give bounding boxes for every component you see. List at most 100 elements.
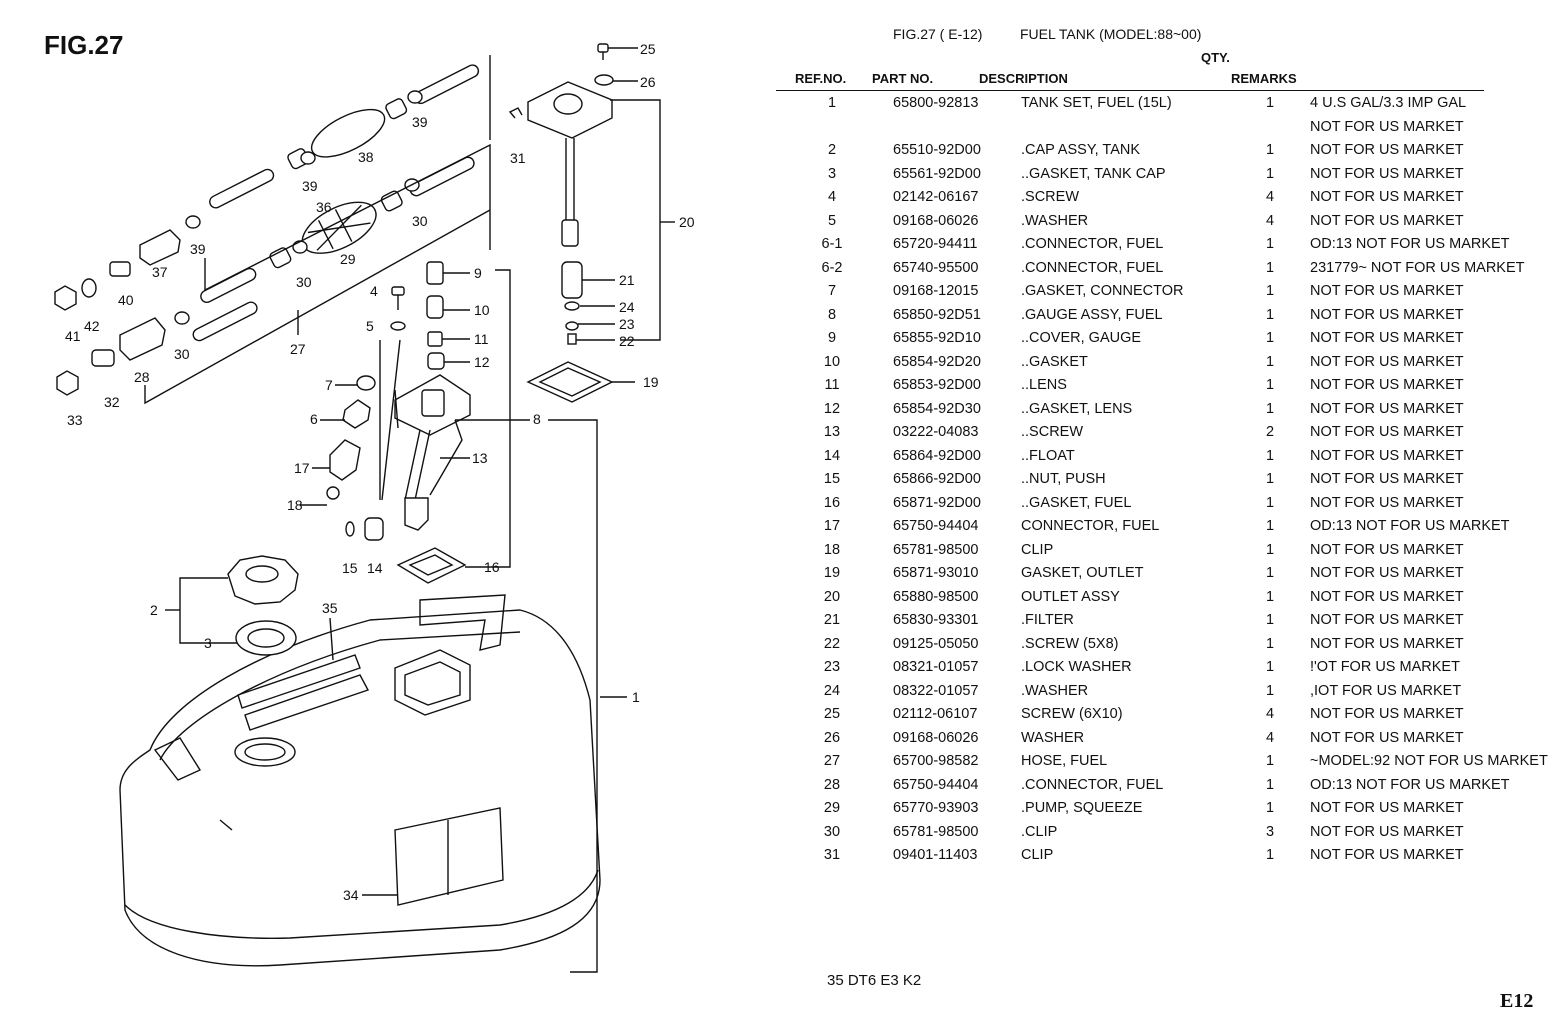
callout-42: 42 <box>84 318 100 334</box>
ref-no-cell: 19 <box>823 565 841 581</box>
header-rule <box>776 90 1484 91</box>
remarks-cell: NOT FOR US MARKET <box>1310 118 1464 135</box>
ref-no-cell: 9 <box>827 330 837 346</box>
qty-cell: 1 <box>1265 659 1275 675</box>
callout-10: 10 <box>474 302 490 318</box>
qty-cell: 1 <box>1265 776 1275 793</box>
part-no-cell: 65770-93903 <box>893 800 979 816</box>
description-cell: .WASHER <box>1021 212 1089 229</box>
description-cell: CLIP <box>1021 541 1054 558</box>
qty-cell: 1 <box>1265 165 1275 182</box>
callout-2: 2 <box>150 602 158 618</box>
part-no-cell: 08321-01057 <box>893 659 979 675</box>
qty-cell: 1 <box>1265 518 1275 534</box>
remarks-cell: NOT FOR US MARKET <box>1310 424 1464 440</box>
description-cell: WASHER <box>1021 729 1085 746</box>
description-cell: HOSE, FUEL <box>1021 753 1108 769</box>
part-no-cell: 65561-92D00 <box>893 165 981 182</box>
remarks-cell: NOT FOR US MARKET <box>1310 283 1464 299</box>
ref-no-cell: 3 <box>827 165 837 182</box>
col-ref-no: REF.NO. <box>795 71 847 86</box>
description-cell: CLIP <box>1021 847 1054 863</box>
callout-29: 29 <box>340 251 356 267</box>
callout-30c: 30 <box>174 346 190 362</box>
callout-9: 9 <box>474 265 482 281</box>
part-no-cell: 65871-93010 <box>893 565 979 581</box>
callout-34: 34 <box>343 887 359 903</box>
description-cell: .SCREW <box>1021 189 1079 205</box>
qty-cell: 1 <box>1265 283 1275 299</box>
remarks-cell: 231779~ NOT FOR US MARKET <box>1310 259 1525 276</box>
qty-cell: 1 <box>1265 95 1275 111</box>
part-no-cell: 65750-94404 <box>893 518 979 534</box>
description-cell: .CONNECTOR, FUEL <box>1021 776 1164 793</box>
ref-no-cell: 18 <box>823 541 841 558</box>
callout-24: 24 <box>619 299 635 315</box>
remarks-cell: NOT FOR US MARKET <box>1310 800 1464 816</box>
callout-31: 31 <box>510 150 526 166</box>
part-no-cell: 65854-92D30 <box>893 400 981 417</box>
description-cell: ..SCREW <box>1021 424 1084 440</box>
remarks-cell: OD:13 NOT FOR US MARKET <box>1310 518 1510 534</box>
ref-no-cell: 6-1 <box>821 236 843 252</box>
callout-19: 19 <box>643 374 659 390</box>
part-no-cell: 65864-92D00 <box>893 447 981 464</box>
callout-26: 26 <box>640 74 656 90</box>
remarks-cell: NOT FOR US MARKET <box>1310 565 1464 581</box>
callout-8: 8 <box>533 411 541 427</box>
figure-label: FIG.27 <box>44 30 124 60</box>
callout-28: 28 <box>134 369 150 385</box>
remarks-cell: NOT FOR US MARKET <box>1310 635 1464 652</box>
remarks-cell: OD:13 NOT FOR US MARKET <box>1310 236 1510 252</box>
qty-cell: 2 <box>1265 424 1275 440</box>
callout-38: 38 <box>358 149 374 165</box>
description-cell: .FILTER <box>1021 612 1074 628</box>
qty-cell: 1 <box>1265 259 1275 276</box>
exploded-parts-diagram: 1 2 3 4 5 6 7 8 9 10 11 12 13 14 15 16 1… <box>54 41 695 973</box>
ref-no-cell: 26 <box>823 729 841 746</box>
part-no-cell: 65781-98500 <box>893 823 979 840</box>
qty-cell: 1 <box>1265 377 1275 393</box>
qty-cell: 1 <box>1265 847 1275 863</box>
description-cell: .CONNECTOR, FUEL <box>1021 236 1164 252</box>
part-no-cell: 02112-06107 <box>893 706 978 722</box>
remarks-cell: NOT FOR US MARKET <box>1310 494 1464 511</box>
callout-30b: 30 <box>296 274 312 290</box>
description-cell: ..NUT, PUSH <box>1021 471 1106 487</box>
part-no-cell: 65880-98500 <box>893 588 979 605</box>
callout-20: 20 <box>679 214 695 230</box>
remarks-cell: !'OT FOR US MARKET <box>1310 659 1460 675</box>
description-cell: .CONNECTOR, FUEL <box>1021 259 1164 276</box>
callout-32: 32 <box>104 394 120 410</box>
remarks-cell: NOT FOR US MARKET <box>1310 471 1464 487</box>
description-cell: ..FLOAT <box>1021 447 1075 464</box>
part-no-cell: 65853-92D00 <box>893 377 981 393</box>
description-cell: ..GASKET <box>1021 353 1088 370</box>
ref-no-cell: 1 <box>827 95 837 111</box>
qty-cell: 1 <box>1265 400 1275 417</box>
callout-16: 16 <box>484 559 500 575</box>
ref-no-cell: 2 <box>827 142 837 158</box>
remarks-cell: NOT FOR US MARKET <box>1310 189 1464 205</box>
callout-25: 25 <box>640 41 656 57</box>
remarks-cell: NOT FOR US MARKET <box>1310 588 1464 605</box>
figure-title: FUEL TANK (MODEL:88~00) <box>1020 26 1202 42</box>
description-cell: .GAUGE ASSY, FUEL <box>1021 306 1163 323</box>
part-no-cell: 09401-11403 <box>893 847 978 863</box>
description-cell: TANK SET, FUEL (15L) <box>1021 95 1172 111</box>
ref-no-cell: 20 <box>823 588 841 605</box>
qty-cell: 1 <box>1265 447 1275 464</box>
part-no-cell: 02142-06167 <box>893 189 979 205</box>
ref-no-cell: 29 <box>823 800 841 816</box>
description-cell: OUTLET ASSY <box>1021 588 1120 605</box>
fuel-tank-drawing <box>119 594 601 967</box>
description-cell: ..GASKET, FUEL <box>1021 494 1132 511</box>
callout-39b: 39 <box>302 178 318 194</box>
part-no-cell: 09168-12015 <box>893 283 979 299</box>
callout-4: 4 <box>370 283 378 299</box>
col-part-no: PART NO. <box>872 71 934 86</box>
part-no-cell: 09168-06026 <box>893 212 979 229</box>
description-cell: .CAP ASSY, TANK <box>1021 142 1141 158</box>
callout-21: 21 <box>619 272 635 288</box>
part-no-cell: 09125-05050 <box>893 635 979 652</box>
